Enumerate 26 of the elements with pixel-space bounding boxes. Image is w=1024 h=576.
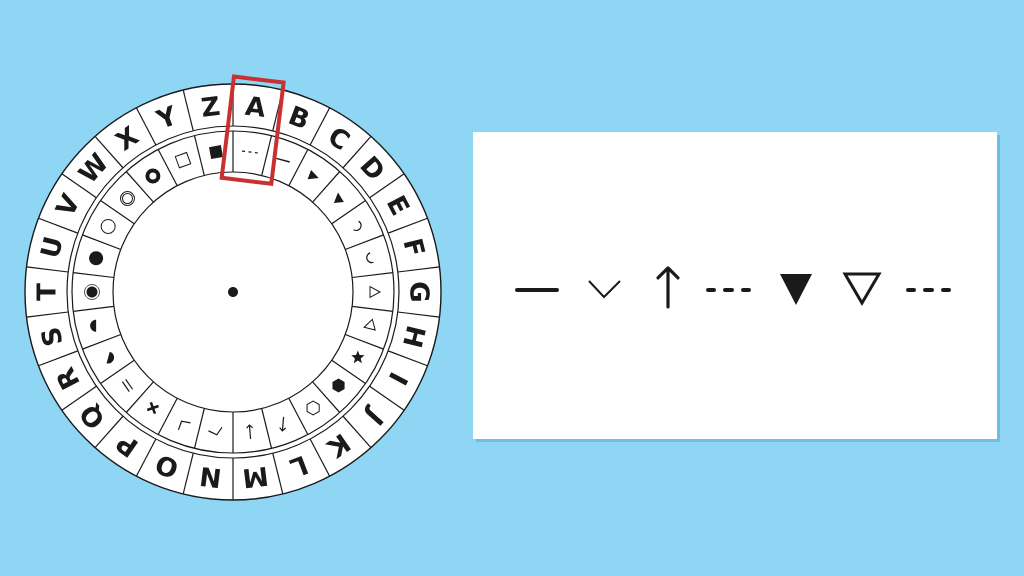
wheel-letter: F (403, 238, 426, 254)
wheel-letter: Y (154, 104, 173, 127)
wheel-letter: K (324, 433, 351, 460)
wheel-letter: D (360, 155, 383, 178)
wheel-letter: O (156, 456, 177, 477)
wheel-letter: M (243, 466, 268, 489)
wheel-letter: I (389, 372, 409, 386)
wheel-letter: E (387, 194, 411, 216)
wheel-letter: W (77, 151, 107, 182)
wheel-letter: N (200, 467, 221, 489)
wheel-letter: X (113, 125, 140, 152)
wheel-letter: V (54, 191, 78, 213)
wheel-letter: B (288, 105, 309, 128)
wheel-letter: R (57, 366, 80, 391)
wheel-letter: J (364, 403, 384, 426)
wheel-letter: T (36, 283, 56, 301)
wheel-letter: U (40, 236, 62, 256)
wheel-letter: Z (201, 95, 220, 117)
wheel-letter: C (330, 129, 351, 150)
wheel-letter: H (403, 326, 426, 348)
wheel-letter: A (244, 96, 265, 117)
wheel-letter: Q (81, 402, 102, 428)
wheel-letter: L (288, 455, 309, 476)
wheel-letter: S (41, 328, 62, 346)
wheel-letter: P (116, 439, 138, 458)
wheel-letter: G (410, 282, 430, 301)
